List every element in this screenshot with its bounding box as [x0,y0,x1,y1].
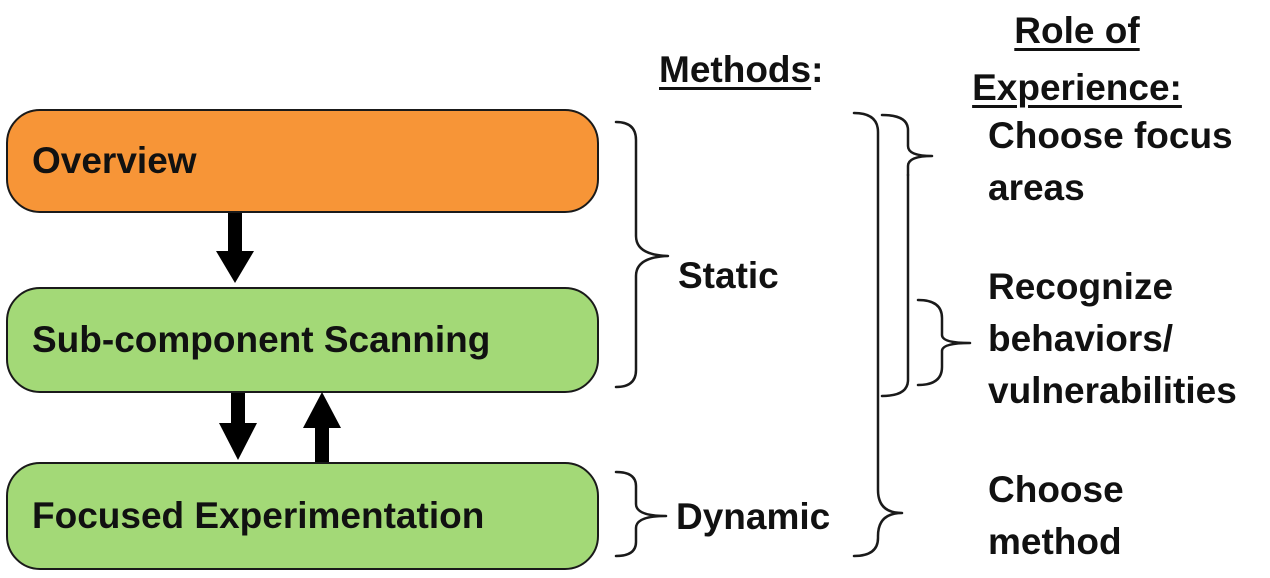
recognize-brace [916,298,972,387]
role-header-line2: Experience: [972,67,1182,108]
down-arrow-2 [219,393,257,460]
role-recognize-line2: behaviors/ [988,318,1174,359]
methods-header-text: Methods [659,49,812,90]
role-header-line1: Role of [1014,10,1140,51]
overview-box: Overview [6,109,599,213]
focus-span-line [880,173,910,398]
static-brace [614,120,670,389]
scanning-box: Sub-component Scanning [6,287,599,393]
role-header: Role of Experience: [958,2,1196,116]
focus-brace [880,113,934,177]
role-choose-focus-line1: Choose focus [988,115,1233,156]
overview-label: Overview [32,140,197,181]
scanning-label: Sub-component Scanning [32,319,491,360]
methods-header: Methods: [659,49,823,91]
dynamic-brace [614,470,668,558]
down-arrow-1 [216,213,254,283]
experimentation-label: Focused Experimentation [32,495,485,536]
experience-brace [852,111,904,558]
static-label: Static [678,255,779,296]
role-choose-focus: Choose focus areas [988,110,1233,214]
role-recognize: Recognize behaviors/ vulnerabilities [988,261,1237,417]
up-arrow [303,392,341,462]
methods-header-colon: : [811,49,824,90]
role-choose-focus-line2: areas [988,167,1085,208]
experimentation-box: Focused Experimentation [6,462,599,570]
role-choose-method: Choose method [988,464,1124,568]
role-choose-method-line2: method [988,521,1122,562]
role-recognize-line1: Recognize [988,266,1174,307]
role-choose-method-line1: Choose [988,469,1124,510]
role-recognize-line3: vulnerabilities [988,370,1237,411]
dynamic-label: Dynamic [676,496,831,537]
